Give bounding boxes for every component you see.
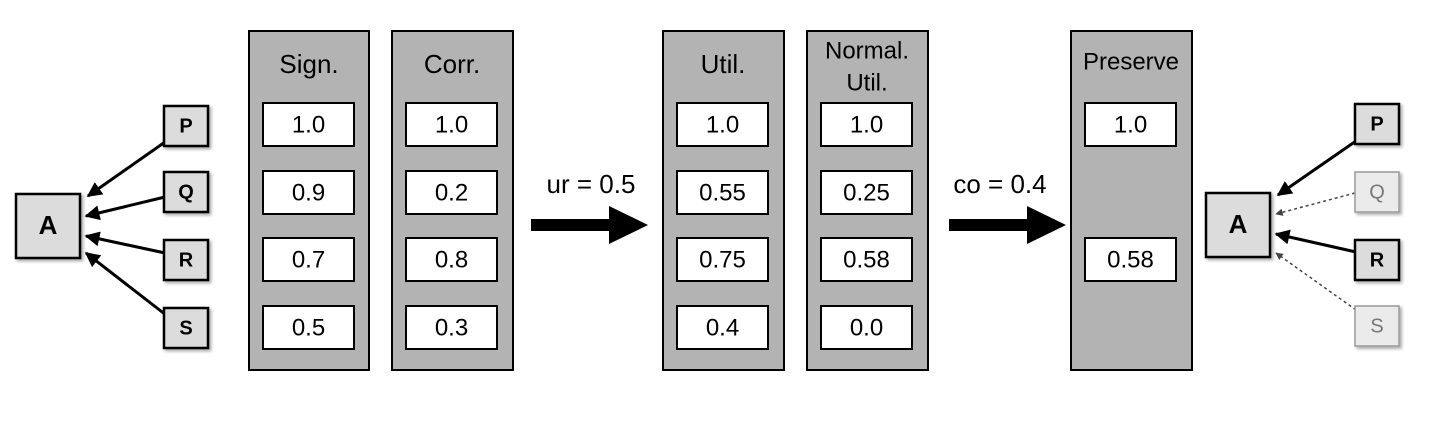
left-node-s-label: S bbox=[179, 317, 192, 339]
column-preserve: Preserve 1.0 0.58 bbox=[1070, 30, 1193, 371]
value-cell: 0.9 bbox=[262, 170, 355, 215]
value-text: 0.0 bbox=[850, 314, 883, 341]
value-cell: 0.7 bbox=[262, 237, 355, 282]
left-edge-p bbox=[86, 140, 166, 198]
right-node-s-label: S bbox=[1370, 315, 1383, 337]
value-text: 0.58 bbox=[1107, 246, 1154, 273]
column-corr: Corr. 1.0 0.2 0.8 0.3 bbox=[391, 30, 514, 371]
column-normal-util-header-line1: Normal. bbox=[825, 37, 909, 64]
left-graph: A P Q R S bbox=[14, 104, 210, 350]
value-cell: 0.58 bbox=[820, 237, 913, 282]
left-node-r: R bbox=[162, 238, 210, 282]
column-preserve-header: Preserve bbox=[1083, 48, 1179, 75]
value-text: 1.0 bbox=[850, 111, 883, 138]
column-util: Util. 1.0 0.55 0.75 0.4 bbox=[662, 30, 785, 371]
column-normal-util: Normal. Util. 1.0 0.25 0.58 0.0 bbox=[806, 30, 929, 371]
arrow-2-shape bbox=[949, 206, 1066, 244]
value-text: 0.2 bbox=[435, 179, 468, 206]
left-node-s: S bbox=[162, 306, 210, 350]
value-cell: 0.25 bbox=[820, 170, 913, 215]
value-text: 0.25 bbox=[843, 179, 890, 206]
value-text: 0.4 bbox=[706, 314, 739, 341]
value-cell: 0.75 bbox=[676, 237, 769, 282]
left-node-r-label: R bbox=[179, 249, 194, 271]
right-node-q: Q bbox=[1354, 171, 1400, 213]
right-node-a-label: A bbox=[1229, 209, 1248, 239]
arrow-2-label: co = 0.4 bbox=[953, 169, 1046, 199]
column-sign-header: Sign. bbox=[279, 49, 338, 79]
column-sign: Sign. 1.0 0.9 0.7 0.5 bbox=[248, 30, 370, 371]
column-normal-util-header-line2: Util. bbox=[846, 69, 887, 96]
value-cell: 0.4 bbox=[676, 305, 769, 350]
value-cell: 0.0 bbox=[820, 305, 913, 350]
value-text: 0.9 bbox=[292, 179, 325, 206]
value-cell: 0.55 bbox=[676, 170, 769, 215]
value-cell: 1.0 bbox=[262, 102, 355, 147]
value-cell: 1.0 bbox=[405, 102, 498, 147]
value-cell: 0.58 bbox=[1084, 237, 1177, 282]
left-node-p: P bbox=[162, 104, 210, 148]
column-util-header: Util. bbox=[701, 49, 746, 79]
right-node-p-label: P bbox=[1370, 113, 1383, 135]
right-graph: A P Q R S bbox=[1204, 102, 1401, 347]
right-node-q-label: Q bbox=[1369, 181, 1385, 203]
left-node-p-label: P bbox=[179, 115, 192, 137]
value-text: 1.0 bbox=[435, 111, 468, 138]
value-cell: 0.8 bbox=[405, 237, 498, 282]
right-edge-r bbox=[1274, 229, 1357, 254]
right-edge-p bbox=[1276, 139, 1357, 197]
value-text: 0.58 bbox=[843, 246, 890, 273]
left-node-a-label: A bbox=[39, 210, 58, 240]
value-cell: 1.0 bbox=[820, 102, 913, 147]
left-edge-s bbox=[84, 251, 167, 317]
value-cell: 1.0 bbox=[676, 102, 769, 147]
arrow-1-shape bbox=[531, 206, 648, 244]
right-edge-s bbox=[1275, 252, 1357, 311]
column-corr-header: Corr. bbox=[424, 49, 480, 79]
left-node-q-label: Q bbox=[178, 181, 194, 203]
right-node-r-label: R bbox=[1370, 249, 1385, 271]
left-node-a: A bbox=[14, 192, 82, 260]
right-node-a: A bbox=[1204, 191, 1272, 259]
left-node-q: Q bbox=[162, 170, 210, 214]
value-text: 1.0 bbox=[292, 111, 325, 138]
right-node-r: R bbox=[1353, 238, 1401, 282]
left-edge-q bbox=[84, 195, 166, 221]
arrow-1: ur = 0.5 bbox=[531, 169, 648, 244]
left-edge-r bbox=[84, 231, 166, 255]
arrow-1-label: ur = 0.5 bbox=[547, 169, 636, 199]
value-cell: 0.5 bbox=[262, 305, 355, 350]
value-text: 0.8 bbox=[435, 246, 468, 273]
value-text: 1.0 bbox=[1114, 111, 1147, 138]
right-node-p: P bbox=[1353, 102, 1401, 146]
value-text: 0.75 bbox=[699, 246, 746, 273]
left-edges bbox=[84, 140, 167, 317]
value-cell: 1.0 bbox=[1084, 102, 1177, 147]
right-node-s: S bbox=[1354, 305, 1400, 347]
right-edge-q bbox=[1275, 192, 1356, 216]
arrow-2: co = 0.4 bbox=[949, 169, 1066, 244]
value-text: 0.7 bbox=[292, 246, 325, 273]
value-cell: 0.3 bbox=[405, 305, 498, 350]
right-edges bbox=[1274, 139, 1357, 311]
value-text: 0.55 bbox=[699, 179, 746, 206]
value-text: 0.3 bbox=[435, 314, 468, 341]
value-text: 0.5 bbox=[292, 314, 325, 341]
value-cell: 0.2 bbox=[405, 170, 498, 215]
value-text: 1.0 bbox=[706, 111, 739, 138]
